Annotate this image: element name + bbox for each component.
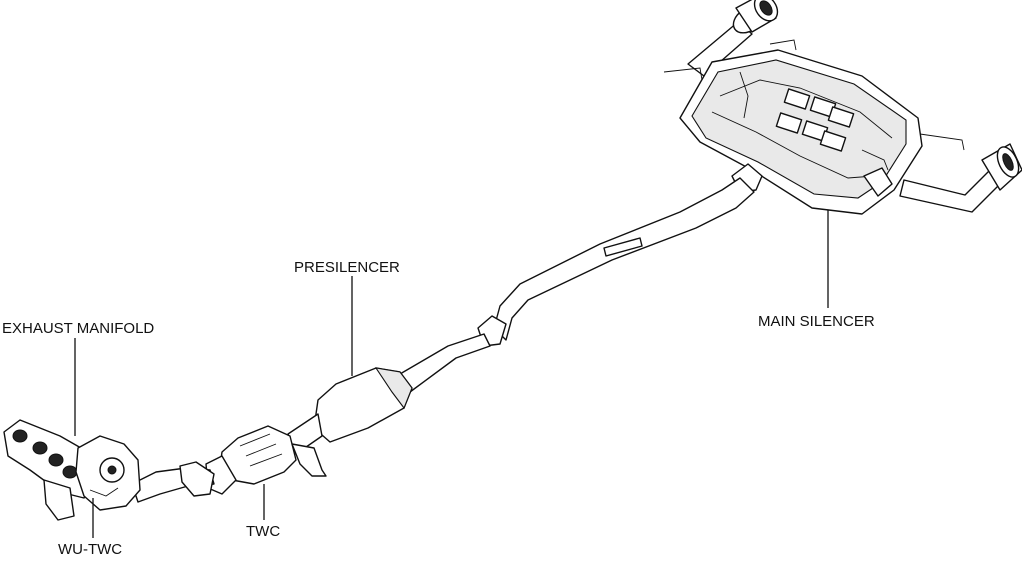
manifold-port-2: [32, 441, 48, 455]
presilencer-outlet-pipe: [399, 333, 491, 393]
hanger-rod-left: [663, 67, 703, 81]
label-twc: TWC: [246, 523, 280, 540]
manifold-port-3: [48, 453, 64, 467]
upper-tailpipe: [687, 0, 779, 77]
presilencer-cone: [374, 367, 413, 410]
exhaust-manifold-assembly: [3, 419, 141, 521]
twc-outlet-bracket: [291, 443, 327, 477]
mid-pipe: [493, 177, 755, 341]
label-exhaust-manifold: EXHAUST MANIFOLD: [2, 320, 154, 337]
manifold-port-4: [62, 465, 78, 479]
hanger-rod-right: [919, 133, 965, 151]
manifold-port-1: [12, 429, 28, 443]
label-main-silencer: MAIN SILENCER: [758, 313, 875, 330]
right-tailpipe: [899, 143, 1022, 213]
label-wu-twc: WU-TWC: [58, 541, 122, 558]
mid-pipe-flange-plate: [603, 237, 643, 257]
muffler-stampings: [711, 71, 893, 179]
front-pipe-flange: [179, 461, 215, 497]
manifold-bracket: [43, 479, 75, 521]
rear-hanger-bracket: [863, 167, 893, 197]
hanger-rod-top: [769, 39, 797, 51]
main-silencer: [663, 0, 1022, 215]
label-presilencer: PRESILENCER: [294, 259, 400, 276]
